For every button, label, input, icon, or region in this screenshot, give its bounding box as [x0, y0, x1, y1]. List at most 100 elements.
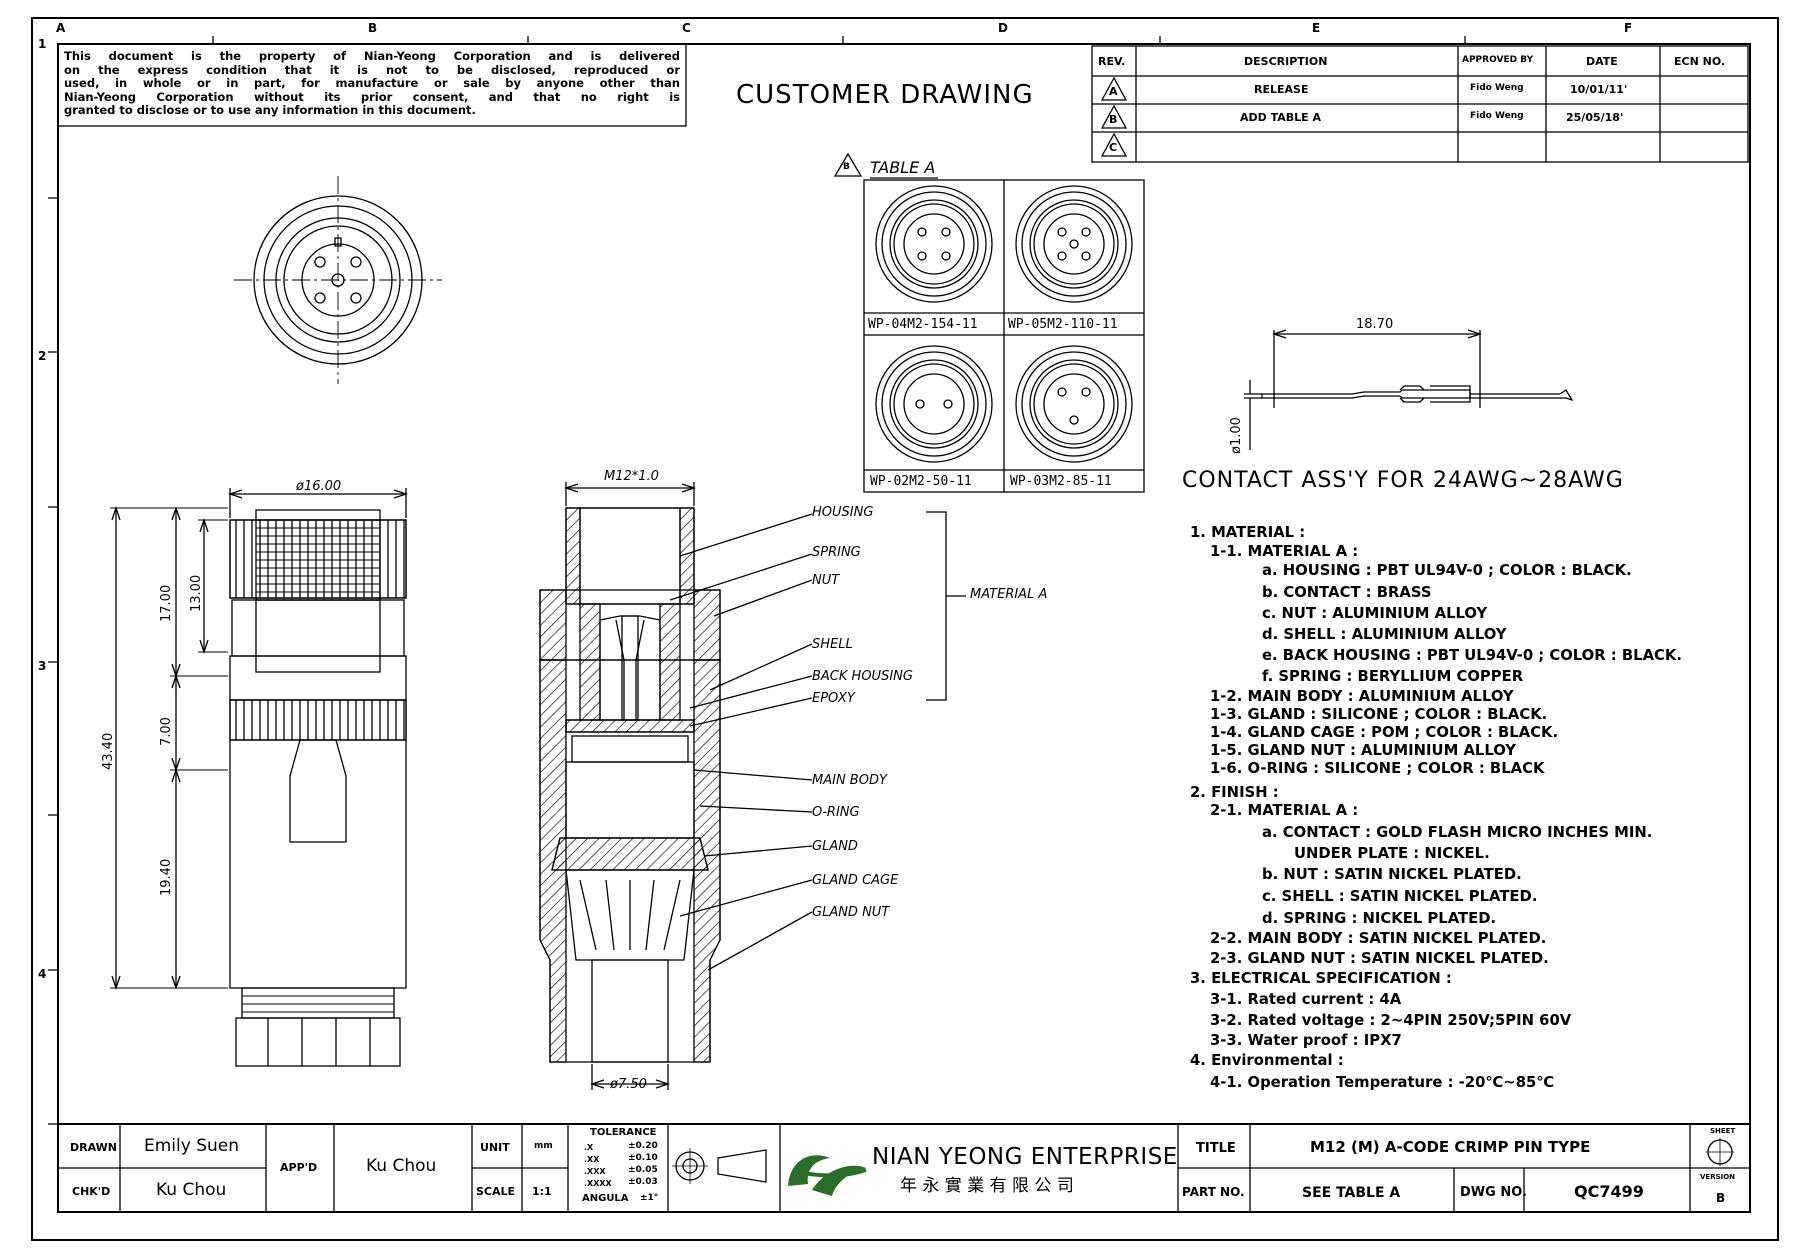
date-header: DATE — [1586, 55, 1618, 68]
spec-line: b. NUT : SATIN NICKEL PLATED. — [1262, 866, 1522, 883]
ecn-header: ECN NO. — [1674, 55, 1726, 68]
thread-length-dim: 13.00 — [189, 574, 204, 612]
spec-line: 1-4. GLAND CAGE : POM ; COLOR : BLACK. — [1210, 724, 1559, 741]
scale-value: 1:1 — [532, 1185, 552, 1198]
spec-line: 2. FINISH : — [1190, 784, 1279, 801]
part-number: WP-02M2-50-11 — [870, 474, 972, 489]
spec-line: 1-6. O-RING : SILICONE ; COLOR : BLACK — [1210, 760, 1545, 777]
tolerance-key: .X — [584, 1143, 594, 1152]
scale-label: SCALE — [476, 1185, 516, 1198]
company-logo-icon — [788, 1155, 867, 1196]
grid-column-label: C — [682, 21, 691, 35]
tolerance-value: ±0.05 — [628, 1165, 658, 1175]
spec-line: 3. ELECTRICAL SPECIFICATION : — [1190, 970, 1452, 987]
contact-diameter-dim: ø1.00 — [1229, 417, 1244, 454]
spec-line: 3-1. Rated current : 4A — [1210, 991, 1402, 1008]
notice-line: on the express condition that it is not … — [64, 62, 680, 77]
spec-line: d. SPRING : NICKEL PLATED. — [1262, 910, 1497, 927]
callout-nut: NUT — [812, 573, 840, 588]
tolerance-key: .XXXX — [584, 1179, 612, 1188]
spec-line: 3-3. Water proof : IPX7 — [1210, 1032, 1402, 1049]
approved-label: APP'D — [280, 1161, 318, 1174]
rev-date: 25/05/18' — [1566, 111, 1624, 124]
outer-diameter-dim: ø16.00 — [296, 479, 342, 494]
tolerance-title: TOLERANCE — [590, 1127, 657, 1138]
company-name: NIAN YEONG ENTERPRISE — [872, 1144, 1178, 1170]
spec-line: 1. MATERIAL : — [1190, 524, 1306, 541]
tolerance-value: ±0.10 — [628, 1153, 658, 1163]
part-title: M12 (M) A-CODE CRIMP PIN TYPE — [1310, 1138, 1591, 1156]
spec-line: f. SPRING : BERYLLIUM COPPER — [1262, 668, 1524, 685]
notice-line: Nian-Yeong Corporation without its prior… — [64, 89, 680, 104]
grid-row-label: 3 — [38, 659, 47, 673]
spec-line: c. NUT : ALUMINIUM ALLOY — [1262, 605, 1488, 622]
part-number: WP-03M2-85-11 — [1010, 474, 1112, 489]
part-no-value: SEE TABLE A — [1302, 1185, 1401, 1201]
tolerance-value: ±0.03 — [628, 1177, 658, 1187]
table-a-title: TABLE A — [870, 158, 936, 177]
sheet-label: SHEET — [1710, 1127, 1736, 1135]
spec-line: 1-2. MAIN BODY : ALUMINIUM ALLOY — [1210, 688, 1514, 705]
material-a-group: MATERIAL A — [970, 587, 1048, 602]
checked-by: Ku Chou — [156, 1180, 227, 1200]
callout-spring: SPRING — [812, 545, 861, 560]
spec-line: a. HOUSING : PBT UL94V-0 ; COLOR : BLACK… — [1262, 562, 1632, 579]
drawing-title: CUSTOMER DRAWING — [736, 80, 1034, 110]
spec-line: 1-1. MATERIAL A : — [1210, 543, 1359, 560]
callout-back-housing: BACK HOUSING — [812, 669, 913, 684]
notice-line: This document is the property of Nian-Ye… — [64, 49, 680, 63]
title-label: TITLE — [1196, 1141, 1236, 1156]
spec-line: 3-2. Rated voltage : 2~4PIN 250V;5PIN 60… — [1210, 1012, 1572, 1029]
spec-line: d. SHELL : ALUMINIUM ALLOY — [1262, 626, 1507, 643]
spec-line: a. CONTACT : GOLD FLASH MICRO INCHES MIN… — [1262, 824, 1653, 841]
rev-approved: Fido Weng — [1470, 111, 1524, 121]
spec-line: 2-2. MAIN BODY : SATIN NICKEL PLATED. — [1210, 930, 1547, 947]
rev-header: REV. — [1098, 55, 1126, 68]
spec-line: 4-1. Operation Temperature : -20℃~85℃ — [1210, 1074, 1555, 1091]
grid-column-label: D — [998, 21, 1008, 35]
part-number: WP-05M2-110-11 — [1008, 317, 1118, 332]
dwg-no-value: QC7499 — [1574, 1182, 1644, 1201]
grid-column-label: F — [1624, 21, 1633, 35]
callout-main-body: MAIN BODY — [812, 773, 887, 788]
tolerance-value: ±1° — [640, 1193, 659, 1203]
tolerance-key: .XX — [584, 1155, 600, 1164]
spec-line: 1-5. GLAND NUT : ALUMINIUM ALLOY — [1210, 742, 1516, 759]
part-number: WP-04M2-154-11 — [868, 317, 978, 332]
spec-line: c. SHELL : SATIN NICKEL PLATED. — [1262, 888, 1538, 905]
callout-gland: GLAND — [812, 839, 858, 854]
grid-row-label: 2 — [38, 349, 47, 363]
approved-header: APPROVED BY — [1462, 55, 1534, 65]
company-name-chinese: 年 永 實 業 有 限 公 司 — [900, 1176, 1074, 1196]
unit-value: mm — [534, 1141, 553, 1151]
grid-column-label: E — [1312, 21, 1321, 35]
grid-row-label: 1 — [38, 37, 47, 51]
table-a-rev: B — [843, 162, 850, 172]
tolerance-key: ANGULA — [582, 1193, 629, 1204]
rev-letter: B — [1109, 113, 1118, 126]
nut-length-dim: 17.00 — [159, 584, 174, 622]
grid-row-label: 4 — [38, 967, 47, 981]
overall-length-dim: 43.40 — [101, 732, 116, 770]
callout-housing: HOUSING — [812, 505, 874, 520]
rev-description: RELEASE — [1254, 83, 1309, 96]
tolerance-key: .XXX — [584, 1167, 606, 1176]
lower-length-dim: 19.40 — [159, 858, 174, 896]
spec-line: 2-3. GLAND NUT : SATIN NICKEL PLATED. — [1210, 950, 1549, 967]
approved-by: Ku Chou — [366, 1156, 437, 1176]
notice-line: used, in whole or in part, for manufactu… — [64, 76, 680, 90]
spec-line: b. CONTACT : BRASS — [1262, 584, 1432, 601]
spec-line: 2-1. MATERIAL A : — [1210, 802, 1359, 819]
spec-line: 1-3. GLAND : SILICONE ; COLOR : BLACK. — [1210, 706, 1548, 723]
callout-gland-nut: GLAND NUT — [812, 905, 890, 920]
notice-line: granted to disclose or to use any inform… — [64, 103, 476, 117]
version-label: VERSION — [1700, 1173, 1736, 1181]
part-no-label: PART NO. — [1182, 1185, 1245, 1199]
callout-o-ring: O-RING — [812, 805, 860, 820]
description-header: DESCRIPTION — [1244, 55, 1328, 68]
bottom-diameter-dim: ø7.50 — [610, 1077, 647, 1092]
drawn-by: Emily Suen — [144, 1136, 240, 1156]
rev-date: 10/01/11' — [1570, 83, 1628, 96]
